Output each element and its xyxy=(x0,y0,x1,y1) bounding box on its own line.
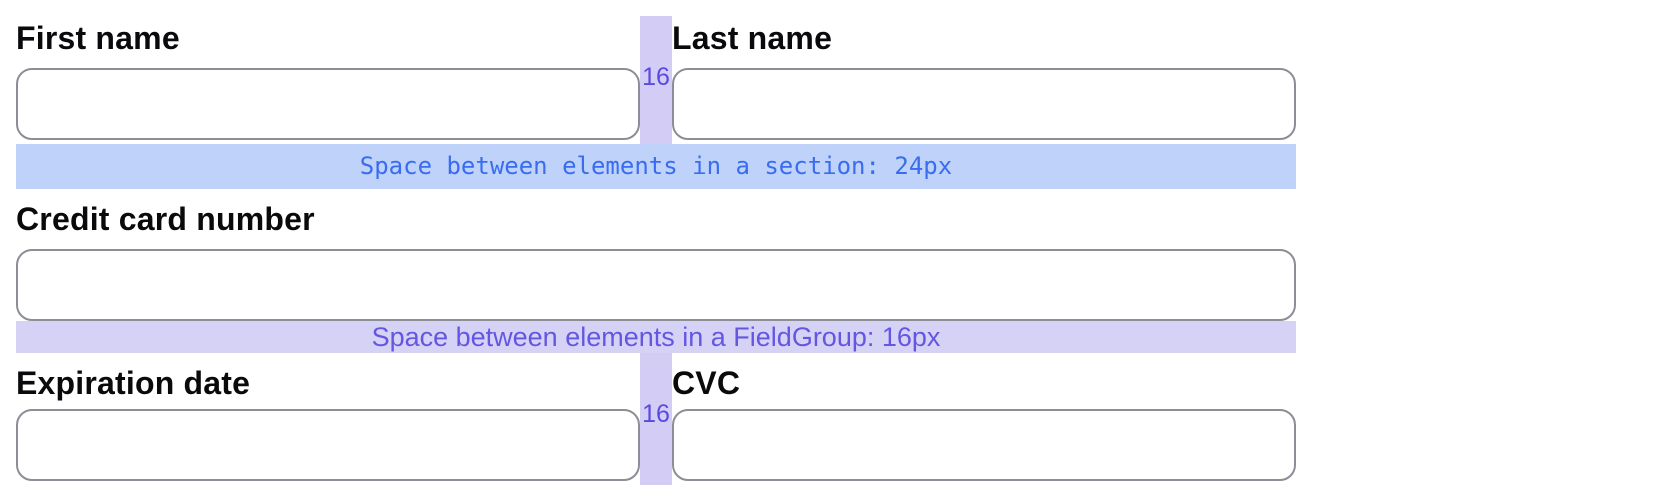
cvc-input[interactable] xyxy=(672,409,1296,481)
last-name-field: Last name xyxy=(672,16,1296,144)
first-name-field: First name xyxy=(16,16,640,144)
cvc-label: CVC xyxy=(672,365,741,401)
expiration-field: Expiration date xyxy=(16,353,640,485)
fieldgroup-gap-text: Space between elements in a FieldGroup: … xyxy=(371,322,941,352)
expiration-label: Expiration date xyxy=(16,365,251,401)
credit-card-field: Credit card number xyxy=(16,197,1296,321)
first-name-label: First name xyxy=(16,20,180,56)
first-name-input[interactable] xyxy=(16,68,640,140)
column-gap-indicator: 16 xyxy=(640,16,672,144)
expiration-input[interactable] xyxy=(16,409,640,481)
section-gap-band: Space between elements in a section: 24p… xyxy=(16,144,1296,189)
gap-size-label: 16 xyxy=(642,400,670,428)
credit-card-label: Credit card number xyxy=(16,201,315,237)
section-gap-text: Space between elements in a section: 24p… xyxy=(359,152,953,180)
last-name-input[interactable] xyxy=(672,68,1296,140)
column-gap-indicator: 16 xyxy=(640,353,672,485)
card-details-row: Expiration date 16 CVC xyxy=(16,353,1296,485)
fieldgroup-gap-band: Space between elements in a FieldGroup: … xyxy=(16,321,1296,353)
cvc-field: CVC xyxy=(672,353,1296,485)
gap-size-label: 16 xyxy=(642,63,670,91)
last-name-label: Last name xyxy=(672,20,833,56)
name-field-row: First name 16 Last name xyxy=(16,16,1296,144)
credit-card-input[interactable] xyxy=(16,249,1296,321)
form-content: First name 16 Last name Space between el… xyxy=(16,0,1296,485)
